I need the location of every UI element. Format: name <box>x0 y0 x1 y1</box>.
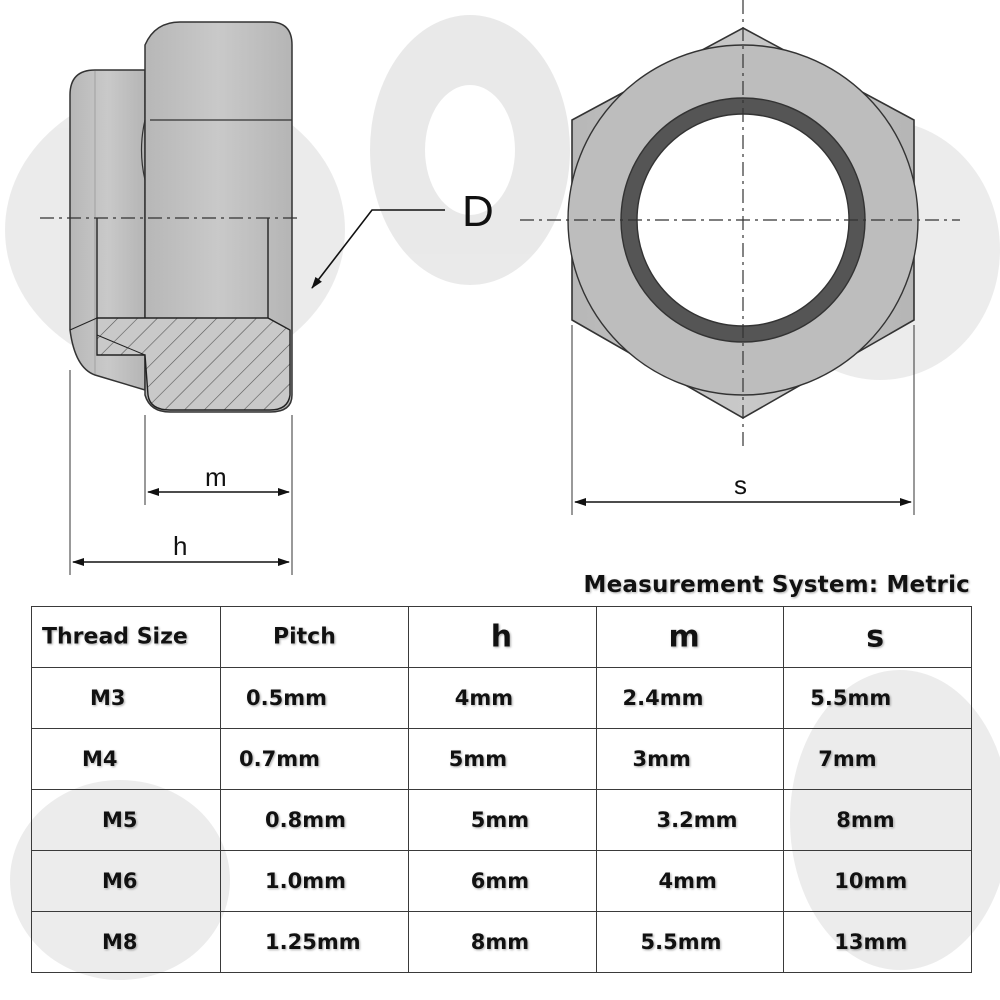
measurement-system-title: Measurement System: Metric <box>583 572 970 598</box>
header-h: h <box>407 606 597 668</box>
s-cell: 13mm <box>783 911 972 973</box>
h-cell: 5mm <box>407 728 597 790</box>
h-cell: 5mm <box>407 789 597 851</box>
header-m: m <box>595 606 785 668</box>
header-s: s <box>783 606 972 668</box>
table-row-highlighted: M4 0.7mm 5mm 3mm 7mm <box>31 728 972 790</box>
m-cell: 3.2mm <box>595 789 785 851</box>
table-row: M6 1.0mm 6mm 4mm 10mm <box>31 850 972 912</box>
thread-size-cell: M5 <box>31 789 221 851</box>
thread-size-cell: M4 <box>31 728 221 790</box>
dimension-h: h <box>69 370 293 575</box>
h-cell: 4mm <box>407 667 597 729</box>
dimension-m: m <box>144 415 293 505</box>
thread-size-cell: M6 <box>31 850 221 912</box>
label-D: D <box>462 187 494 236</box>
header-row: Thread Size Pitch h m s <box>31 606 972 668</box>
side-view-nut <box>40 21 300 413</box>
header-pitch: Pitch <box>220 606 409 668</box>
dimension-s: s <box>571 325 915 515</box>
spec-table: Thread Size Pitch h m s M3 0.5mm 4mm 2.4… <box>31 606 972 973</box>
s-cell: 5.5mm <box>783 667 972 729</box>
front-view-nut <box>520 0 960 450</box>
pitch-cell: 0.5mm <box>220 667 409 729</box>
table-row: M3 0.5mm 4mm 2.4mm 5.5mm <box>31 667 972 729</box>
label-h: h <box>173 531 187 561</box>
pitch-cell: 1.0mm <box>220 850 409 912</box>
pitch-cell: 0.8mm <box>220 789 409 851</box>
label-s: s <box>734 470 747 500</box>
thread-size-cell: M8 <box>31 911 221 973</box>
m-cell: 2.4mm <box>595 667 785 729</box>
table-row: M5 0.8mm 5mm 3.2mm 8mm <box>31 789 972 851</box>
thread-size-cell: M3 <box>31 667 221 729</box>
m-cell: 3mm <box>595 728 785 790</box>
table-row: M8 1.25mm 8mm 5.5mm 13mm <box>31 911 972 973</box>
h-cell: 8mm <box>407 911 597 973</box>
m-cell: 4mm <box>595 850 785 912</box>
s-cell: 10mm <box>783 850 972 912</box>
pitch-cell: 0.7mm <box>220 728 409 790</box>
m-cell: 5.5mm <box>595 911 785 973</box>
hatched-section <box>96 317 291 411</box>
h-cell: 6mm <box>407 850 597 912</box>
s-cell: 8mm <box>783 789 972 851</box>
pitch-cell: 1.25mm <box>220 911 409 973</box>
label-m: m <box>205 462 227 492</box>
s-cell: 7mm <box>783 728 972 790</box>
header-thread-size: Thread Size <box>31 606 221 668</box>
d-leader: D <box>311 187 494 289</box>
